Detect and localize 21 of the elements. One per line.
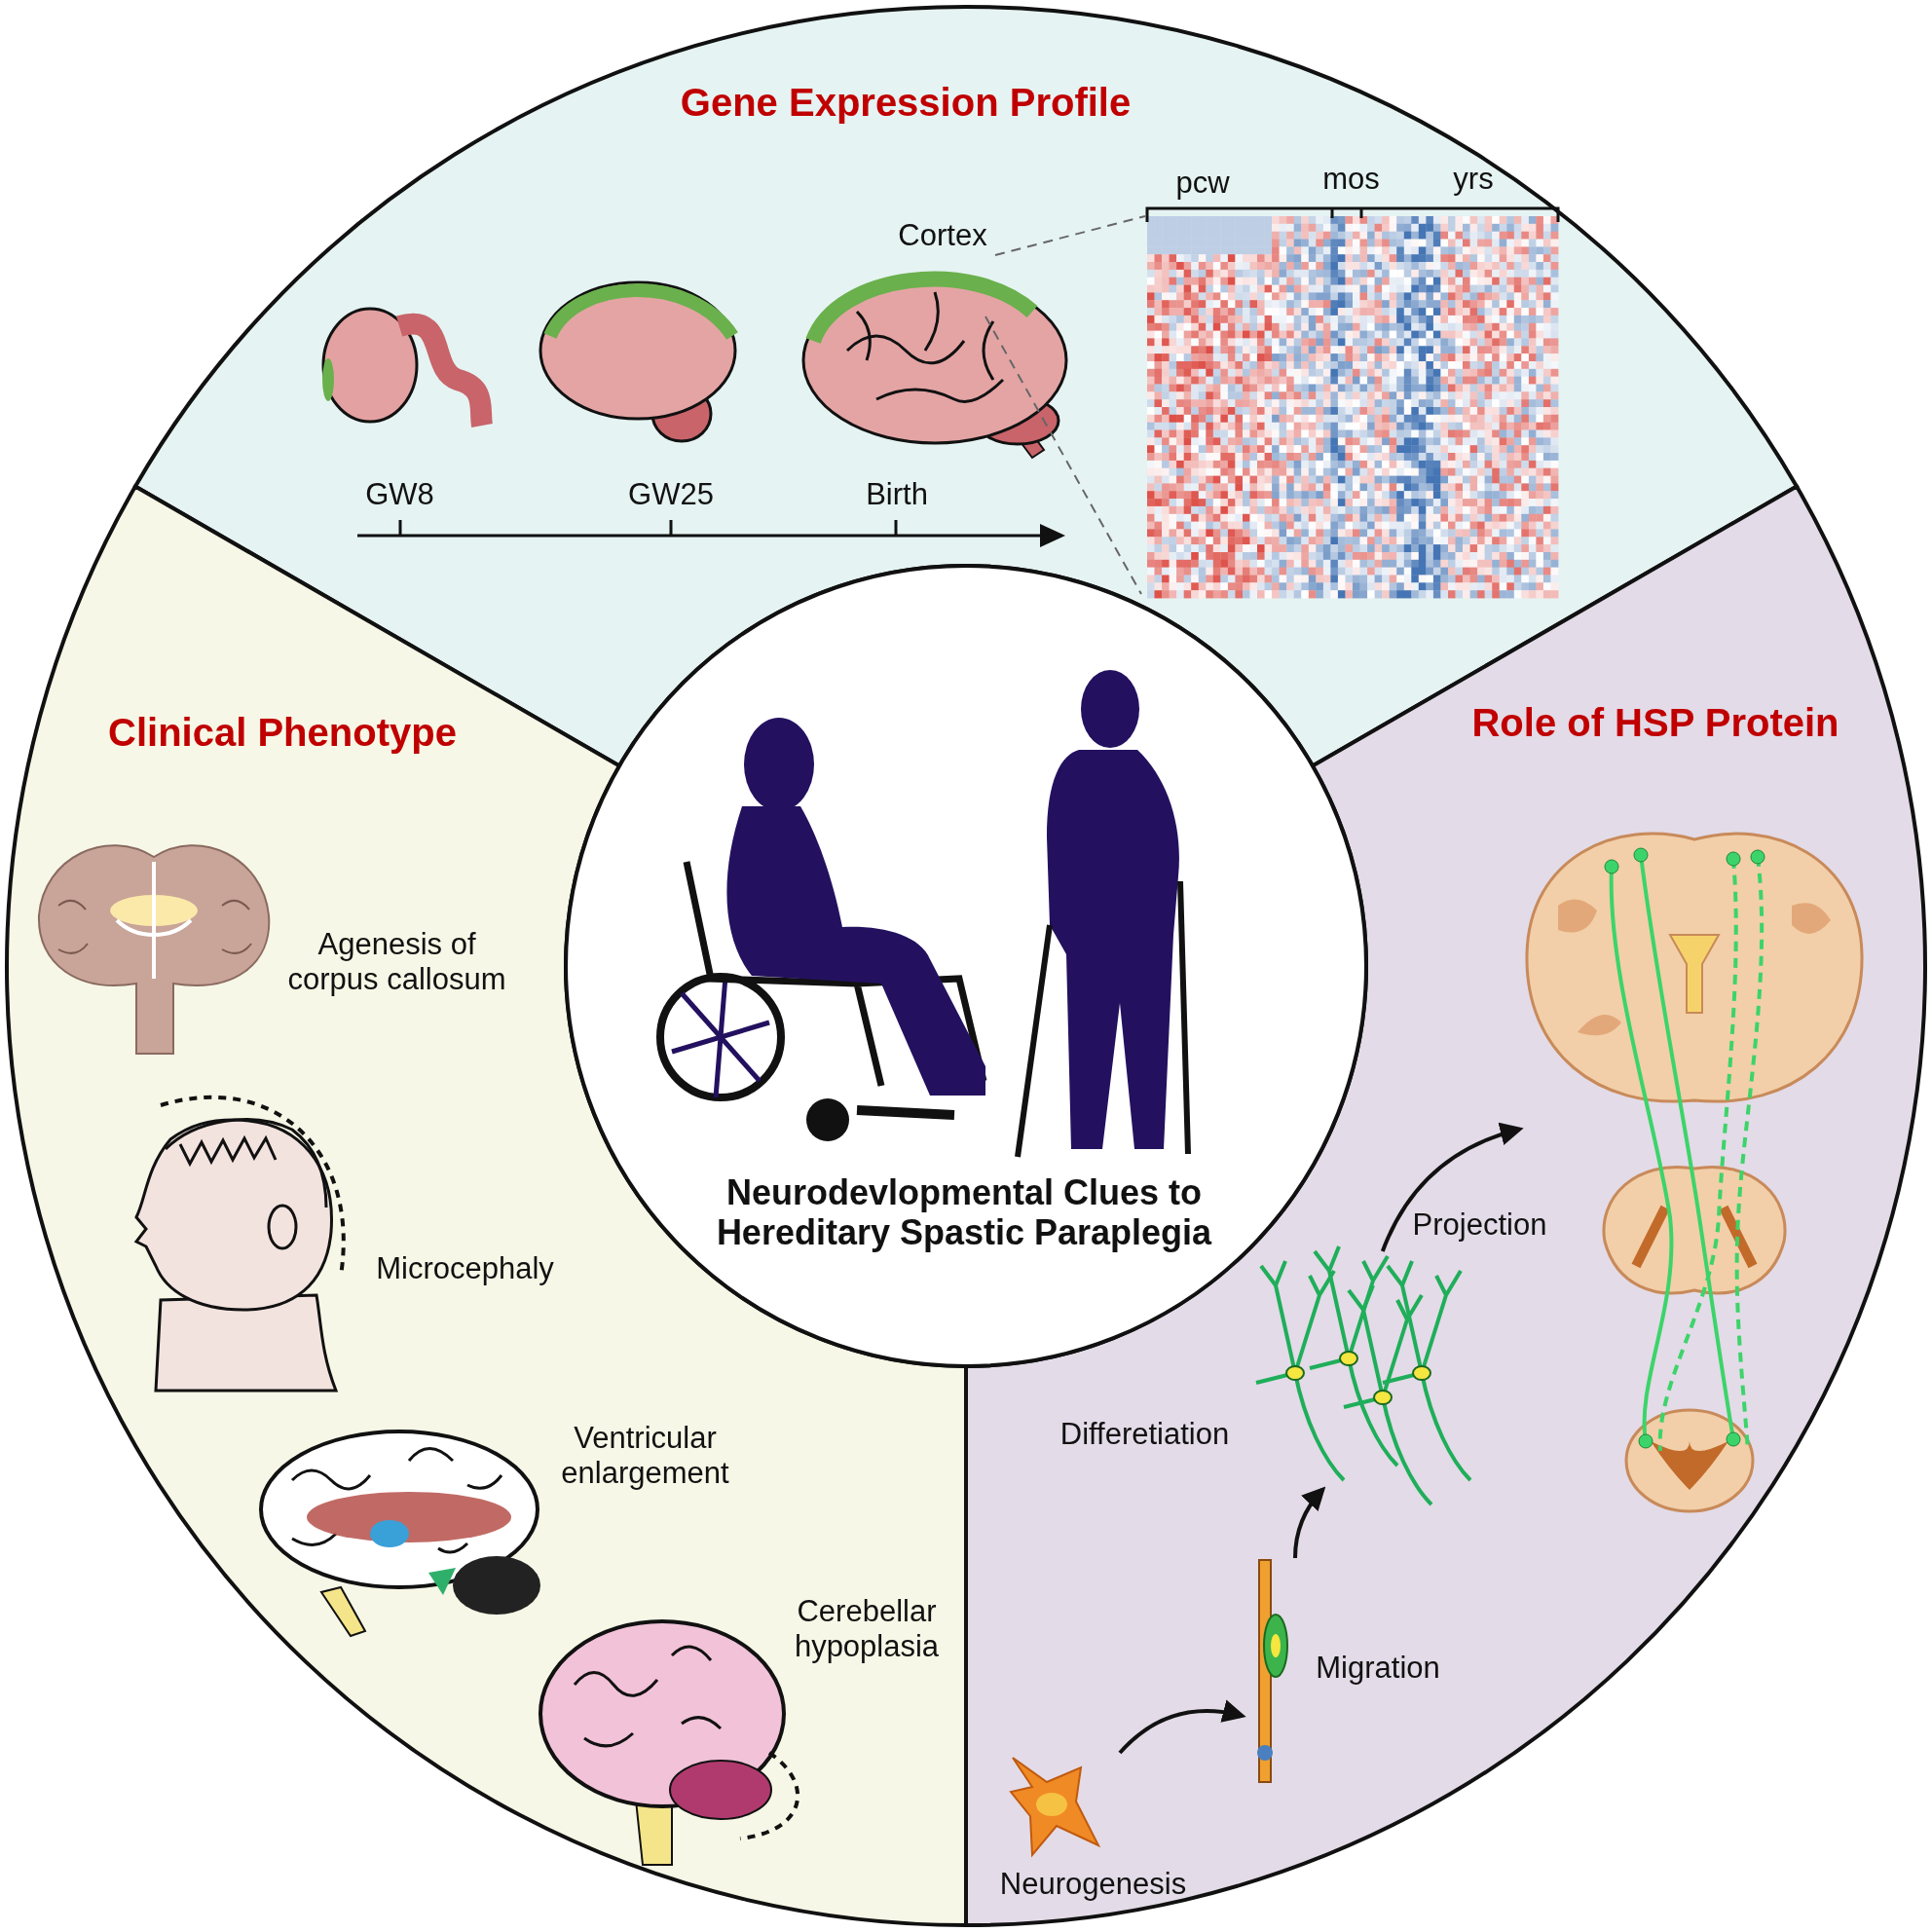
stage-label: Differetiation xyxy=(1059,1415,1231,1453)
timepoint-label: GW25 xyxy=(627,476,715,514)
phenotype-label: Microcephaly xyxy=(375,1249,555,1287)
phenotype-label: Cerebellar hypoplasia xyxy=(793,1593,941,1665)
phenotype-label: Ventricular enlargement xyxy=(560,1420,730,1492)
section-heading: Gene Expression Profile xyxy=(679,80,1133,126)
arrow xyxy=(1118,1700,1246,1755)
age-label: mos xyxy=(1321,161,1381,199)
arrow xyxy=(1293,1486,1326,1559)
section-heading: Role of HSP Protein xyxy=(1470,700,1840,746)
center-title: Neurodevlopmental Clues to Hereditary Spastic Paraplegia xyxy=(715,1170,1213,1254)
phenotype-label: Agenesis of corpus callosum xyxy=(286,925,507,998)
age-label: pcw xyxy=(1174,165,1231,203)
stage-label: Migration xyxy=(1315,1649,1441,1687)
age-label: yrs xyxy=(1452,161,1495,199)
stage-label: Neurogenesis xyxy=(998,1865,1188,1903)
arrow xyxy=(1380,1123,1524,1252)
timepoint-label: GW8 xyxy=(364,476,435,514)
timepoint-label: Birth xyxy=(865,476,929,514)
region-label: Cortex xyxy=(897,217,988,255)
section-heading: Clinical Phenotype xyxy=(107,710,458,756)
